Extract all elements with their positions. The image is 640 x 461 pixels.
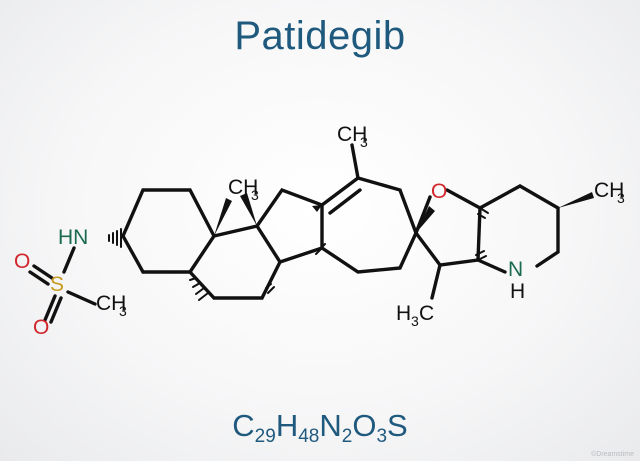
ring-b (188, 224, 282, 300)
svg-text:3: 3 (411, 313, 419, 329)
ring-d (320, 176, 418, 274)
oxygen-bottom-label: O (33, 316, 49, 339)
amine-nh-label: HN (58, 226, 88, 249)
sulfur-label: S (50, 273, 64, 296)
svg-text:3: 3 (119, 303, 127, 319)
methyl-sulfonyl-label: CH 3 (96, 292, 127, 319)
oxygen-top-label: O (14, 250, 30, 273)
methyl-ring-a-label: CH 3 (228, 176, 259, 203)
molecular-formula: C29H48N2O3S (0, 408, 640, 448)
stereo-bonds (108, 193, 489, 301)
formula-nitrogen-count: 2 (341, 426, 353, 447)
watermark: ©Dreamstime (591, 451, 634, 458)
formula-oxygen: O (352, 408, 377, 443)
formula-nitrogen: N (319, 408, 342, 443)
svg-text:CH: CH (228, 176, 258, 199)
svg-text:CH: CH (594, 179, 624, 202)
svg-text:3: 3 (360, 134, 368, 150)
formula-hydrogen: H (275, 408, 299, 443)
methyl-right-label: CH 3 (594, 179, 625, 206)
page-title: Patidegib (234, 14, 406, 58)
methyl-top-label: CH 3 (337, 123, 368, 150)
svg-text:CH: CH (337, 123, 367, 146)
methyl-bottom-label: H 3 C (396, 302, 434, 329)
svg-text:CH: CH (96, 292, 126, 315)
formula-oxygen-count: 3 (376, 426, 388, 447)
sulfonamide-bonds (28, 246, 97, 324)
svg-text:H: H (396, 302, 411, 325)
ring-nh-hydrogen-label: H (510, 280, 525, 303)
formula-hydrogen-count: 48 (298, 426, 320, 447)
formula-carbon: C (232, 408, 255, 443)
ring-c (255, 187, 324, 264)
svg-text:C: C (419, 302, 434, 325)
formula-carbon-count: 29 (254, 426, 276, 447)
ring-a (121, 188, 216, 274)
ring-furan (414, 188, 482, 267)
ring-nitrogen-label: N (508, 258, 523, 281)
svg-text:3: 3 (617, 190, 625, 206)
methyl-bonds (214, 143, 594, 300)
formula-sulfur: S (387, 408, 408, 443)
ring-oxygen-label: O (431, 180, 447, 203)
svg-text:3: 3 (251, 187, 259, 203)
